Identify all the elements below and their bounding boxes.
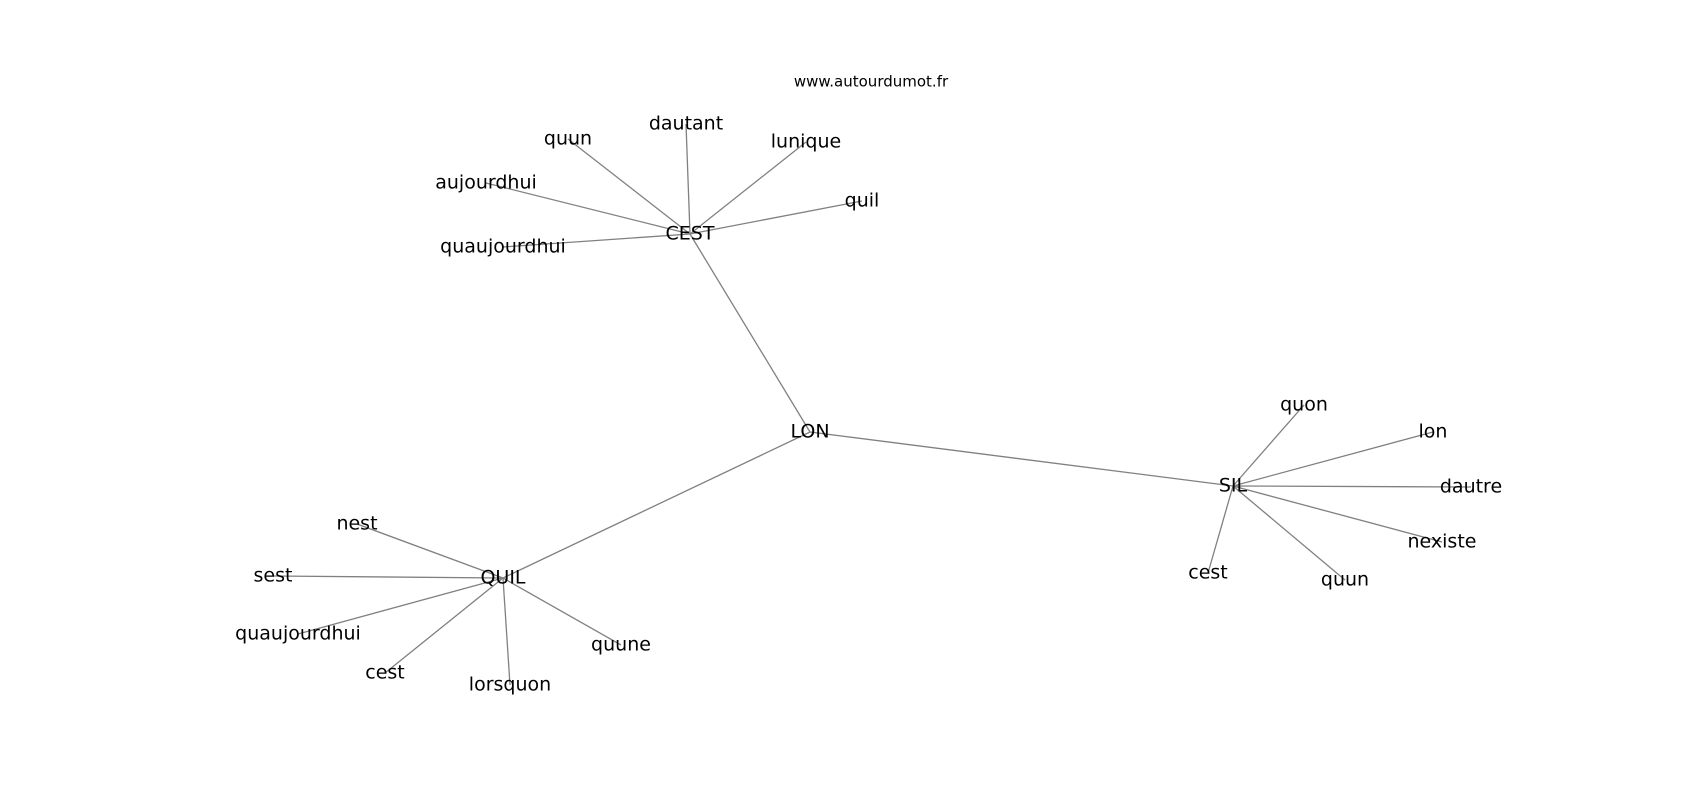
label-layer: LON CEST QUIL SIL quun dautant lunique aujourdh… [235,113,1502,696]
node-label-quil-cest: cest [365,662,404,684]
edge-sil-sil_quon [1232,404,1305,487]
node-label-cest: CEST [666,223,715,245]
edge-quil-quil_quaujourdhui [297,577,504,635]
node-label-sil-dautre: dautre [1440,476,1502,498]
edge-lon-quil [502,431,811,579]
edge-cest-cest_lunique [689,141,807,235]
node-label-quil-quune: quune [591,634,651,656]
watermark-text: www.autourdumot.fr [794,73,949,91]
node-label-quil-lorsquon: lorsquon [469,674,551,696]
edge-quil-quil_cest [384,577,504,674]
edge-quil-quil_quune [502,577,622,646]
edge-cest-cest_quil [689,200,863,235]
edge-cest-cest_quun [567,138,691,235]
edge-quil-quil_lorsquon [502,577,511,686]
edge-cest-cest_quaujourdhui [502,233,691,248]
edge-quil-quil_sest [272,575,504,579]
edge-layer [272,123,1472,686]
edge-sil-sil_lon [1232,431,1434,487]
node-label-sil-quon: quon [1280,394,1328,416]
edge-quil-quil_nest [356,523,504,579]
node-label-cest-quil: quil [845,190,880,212]
node-label-cest-quaujourdhui: quaujourdhui [440,236,566,258]
node-label-cest-quun: quun [544,128,592,150]
edge-sil-sil_dautre [1232,485,1472,488]
node-label-quil: QUIL [480,567,525,589]
edge-sil-sil_nexiste [1232,485,1443,543]
edge-lon-cest [689,233,811,433]
node-label-sil-cest: cest [1188,562,1227,584]
edge-sil-sil_quun [1232,485,1346,581]
edge-cest-cest_dautant [685,123,691,235]
node-label-sil-lon: lon [1419,421,1448,443]
node-label-quil-quaujourdhui: quaujourdhui [235,623,361,645]
node-label-sil: SIL [1219,475,1248,497]
node-label-cest-dautant: dautant [649,113,723,135]
node-label-quil-sest: sest [254,565,293,587]
edge-sil-sil_cest [1207,485,1234,574]
node-label-cest-lunique: lunique [771,131,841,153]
edge-cest-cest_aujourdhui [485,182,691,235]
node-label-quil-nest: nest [336,513,377,535]
node-label-cest-aujourdhui: aujourdhui [435,172,537,194]
node-label-lon: LON [790,421,829,443]
node-label-sil-quun: quun [1321,569,1369,591]
node-label-sil-nexiste: nexiste [1408,531,1477,553]
edge-lon-sil [809,431,1234,487]
